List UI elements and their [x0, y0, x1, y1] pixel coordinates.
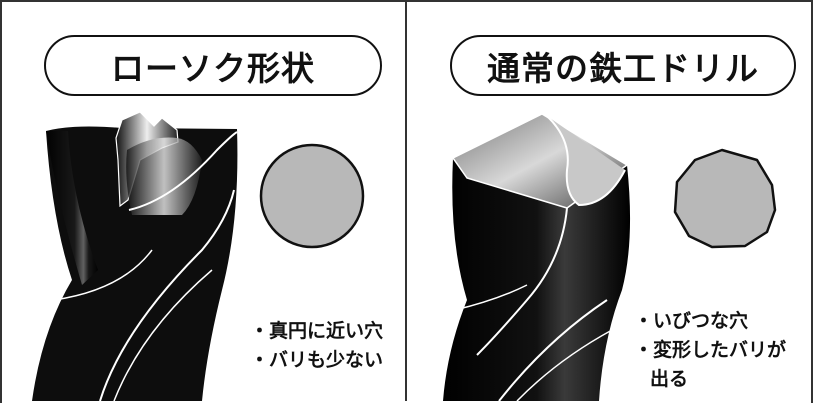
standard-drill-flute-line-1	[476, 207, 568, 356]
candle-drill-flute-line-2	[99, 189, 235, 401]
note-deformed-burrs-continued: 出る	[650, 368, 689, 390]
irregular-hole	[673, 148, 777, 249]
note-round-hole: ・真円に近い穴	[250, 320, 384, 342]
panel-divider	[405, 0, 407, 401]
candle-drill-flute-line-4	[53, 249, 153, 301]
standard-drill-flute-line-3	[516, 329, 613, 401]
candle-drill-flute-line-1	[128, 131, 238, 211]
candle-drill-left-sheen	[46, 131, 98, 285]
note-irregular-hole: ・いびつな穴	[634, 310, 749, 332]
standard-drill-flute-line-2	[498, 299, 608, 401]
candle-drill-illustration	[32, 111, 365, 401]
candle-shape-title: ローソク形状	[44, 35, 382, 96]
standard-drill-cutting-lip	[546, 115, 626, 207]
standard-drill-notes: ・いびつな穴 ・変形したバリが 出る	[634, 307, 804, 394]
frame-left-edge	[0, 2, 2, 403]
standard-drill-panel: 通常の鉄工ドリル ・いびつな穴 ・変形したバリが 出る	[407, 0, 811, 401]
standard-drill-body	[443, 158, 631, 401]
standard-drill-illustration	[443, 113, 777, 401]
candle-shape-panel: ローソク形状 ・真円	[2, 0, 405, 401]
standard-drill-flute-line-4	[454, 284, 528, 311]
candle-drill-cutting-face	[126, 137, 202, 215]
standard-drill-title: 通常の鉄工ドリル	[450, 35, 796, 96]
candle-shape-notes: ・真円に近い穴 ・バリも少ない	[250, 317, 383, 375]
frame-right-edge	[811, 2, 813, 403]
candle-drill-flute-line-3	[113, 269, 213, 401]
note-deformed-burrs: ・変形したバリが	[634, 339, 787, 361]
note-few-burrs: ・バリも少ない	[250, 349, 384, 371]
round-hole	[259, 143, 365, 249]
